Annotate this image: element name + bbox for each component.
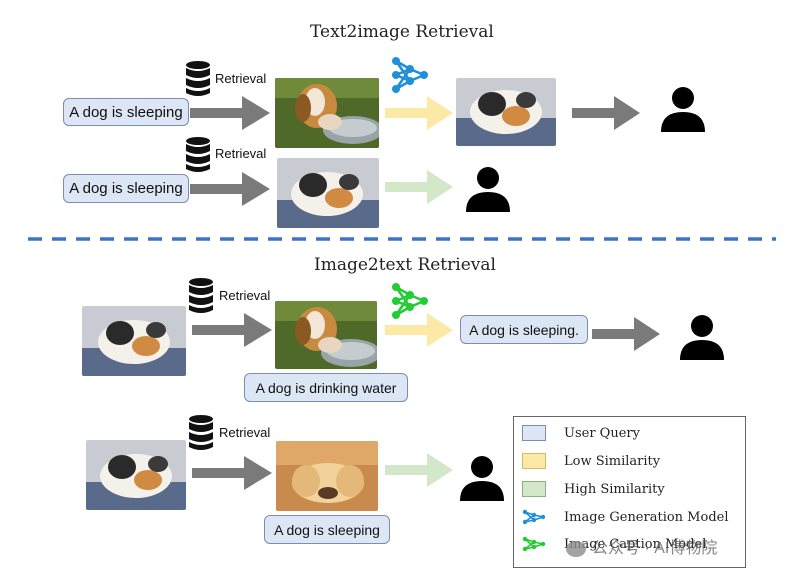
legend-item-user-query: User Query xyxy=(522,423,640,443)
high-similarity-swatch xyxy=(522,481,546,497)
legend-item-image-caption-model: Image Caption Model xyxy=(522,534,706,554)
image-caption-model-icon xyxy=(392,283,428,319)
legend-label: Low Similarity xyxy=(564,453,661,469)
gray-arrow xyxy=(572,96,640,130)
legend-label: Image Caption Model xyxy=(564,536,707,552)
user-icon xyxy=(680,315,724,360)
gray-arrow xyxy=(192,313,272,347)
database-icon xyxy=(189,278,213,313)
high-similarity-arrow xyxy=(385,453,453,487)
image-generation-model-icon xyxy=(392,57,428,93)
legend-item-low-similarity: Low Similarity xyxy=(522,451,660,471)
dog-drinking-water-image xyxy=(275,78,379,148)
legend-item-high-similarity: High Similarity xyxy=(522,479,665,499)
sleeping-dog-image xyxy=(277,158,379,228)
legend-item-image-generation-model: Image Generation Model xyxy=(522,507,729,527)
retrieved-caption-box: A dog is drinking water xyxy=(244,373,408,402)
image-generation-model-icon xyxy=(522,509,546,525)
gray-arrow xyxy=(592,317,660,351)
image-caption-model-icon xyxy=(522,536,546,552)
low-similarity-arrow xyxy=(385,96,453,130)
sleeping-dog-image xyxy=(456,78,556,146)
user-icon xyxy=(661,87,705,132)
user-query-box: A dog is sleeping xyxy=(63,174,189,203)
sleeping-puppy-image xyxy=(276,441,378,511)
wechat-icon xyxy=(566,540,586,557)
gray-arrow xyxy=(192,456,272,490)
user-icon xyxy=(466,167,510,212)
high-similarity-arrow xyxy=(385,170,453,204)
user-query-swatch xyxy=(522,425,546,441)
legend: User Query Low Similarity High Similarit… xyxy=(513,416,746,568)
retrieval-label: Retrieval xyxy=(215,146,267,161)
user-query-box: A dog is sleeping xyxy=(63,98,189,126)
retrieval-label: Retrieval xyxy=(215,71,267,86)
text2image-title: Text2image Retrieval xyxy=(310,22,494,42)
low-similarity-arrow xyxy=(385,313,453,347)
database-icon xyxy=(189,415,213,450)
user-icon xyxy=(460,456,504,501)
query-image xyxy=(82,306,186,376)
query-image xyxy=(86,440,186,510)
generated-caption-box: A dog is sleeping. xyxy=(460,315,588,344)
section-divider xyxy=(28,237,776,241)
gray-arrow xyxy=(190,96,270,130)
legend-label: Image Generation Model xyxy=(564,509,729,525)
image2text-title: Image2text Retrieval xyxy=(314,255,496,275)
database-icon xyxy=(186,61,210,96)
watermark-text: 公众号 · AI博物院 xyxy=(592,540,718,557)
watermark: 公众号 · AI博物院 xyxy=(566,534,717,558)
retrieved-caption-box: A dog is sleeping xyxy=(264,515,390,544)
retrieval-label: Retrieval xyxy=(219,288,271,303)
database-icon xyxy=(186,137,210,172)
retrieval-label: Retrieval xyxy=(219,425,271,440)
dog-drinking-water-image xyxy=(275,301,377,369)
low-similarity-swatch xyxy=(522,453,546,469)
legend-label: User Query xyxy=(564,425,640,441)
gray-arrow xyxy=(190,172,270,206)
legend-label: High Similarity xyxy=(564,481,665,497)
